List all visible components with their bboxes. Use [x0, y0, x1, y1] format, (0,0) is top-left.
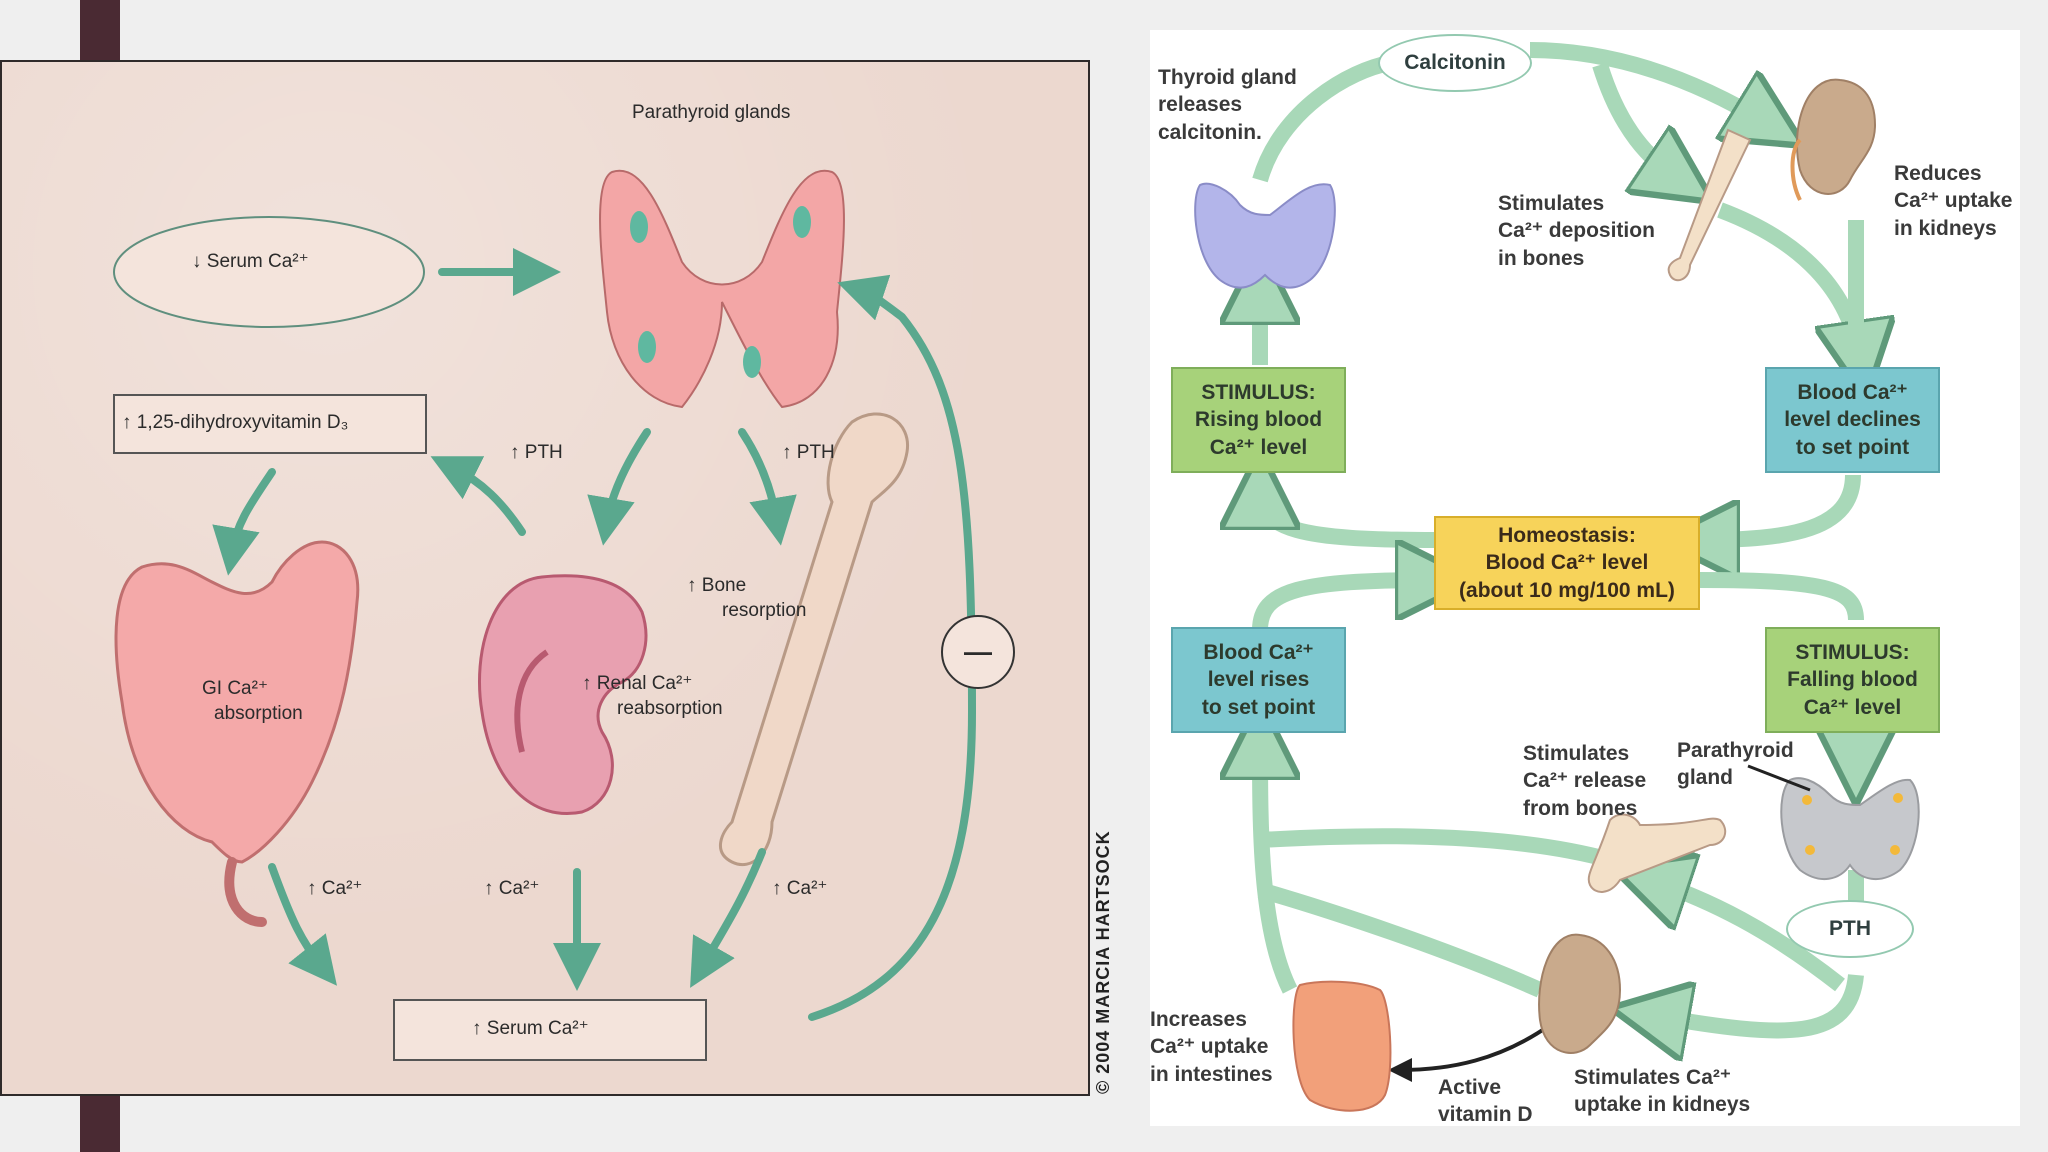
active-vitamin-d-label: Active vitamin D	[1438, 1076, 1533, 1126]
parathyroid-title: Parathyroid glands	[632, 102, 791, 123]
arrow-calcitonin-to-kidney	[1529, 42, 1770, 125]
pth-left-text: PTH	[524, 442, 563, 463]
arrow-declines-to-homeostasis	[1700, 474, 1861, 540]
left-diagram-graphics	[113, 169, 1015, 1061]
bone-illustration	[719, 412, 910, 866]
pth-oval: PTH	[1786, 900, 1914, 958]
bone-resorption-line2: resorption	[722, 599, 807, 621]
calcitonin-oval: Calcitonin	[1378, 34, 1532, 92]
intestine-illustration	[114, 540, 360, 927]
arrow-homeostasis-to-falling	[1699, 572, 1864, 621]
serum-high-box	[393, 999, 707, 1061]
renal-line2: reabsorption	[617, 697, 723, 719]
stimulates-release-label: Stimulates Ca²⁺ release from bones	[1523, 742, 1647, 820]
arrow-active-vitamin-d	[1388, 1023, 1552, 1082]
stimulates-uptake-kidneys-label: Stimulates Ca²⁺ uptake in kidneys	[1574, 1066, 1751, 1117]
gi-absorption-label: GI Ca²⁺ absorption	[202, 677, 303, 726]
vitd-box	[113, 394, 427, 454]
arrow-calcitonin-to-bone	[1592, 62, 1680, 180]
pth-right-text: PTH	[796, 442, 835, 463]
parathyroid-gray-illustration	[1780, 777, 1920, 880]
arrow-parathyroid-to-kidney	[587, 428, 651, 546]
kidney-bottom-illustration	[1538, 933, 1622, 1054]
arrow-pth-to-kidney-bone	[1650, 973, 1864, 1030]
arrow-rises-to-homeostasis	[1252, 580, 1435, 631]
parathyroid-gland-label: Parathyroid gland	[1677, 739, 1794, 790]
pth-right-label: ↑ PTH	[782, 442, 835, 463]
arrow-kidney-to-vitd	[430, 456, 526, 536]
stimulates-deposition-label: Stimulates Ca²⁺ deposition in bones	[1498, 192, 1655, 270]
pth-left-label: ↑ PTH	[510, 442, 563, 463]
kidney-illustration	[478, 574, 648, 815]
serum-high-label: ↑ Serum Ca²⁺	[472, 1018, 589, 1039]
ca-gi-text: Ca²⁺	[321, 878, 363, 899]
feedback-sign: —	[964, 636, 992, 667]
bone-resorption-line1: Bone	[701, 575, 747, 596]
parathyroid-glands-illustration	[599, 169, 845, 409]
serum-low-oval	[113, 216, 425, 328]
stimulus-rising-box: STIMULUS: Rising blood Ca²⁺ level	[1171, 367, 1346, 473]
arrow-intestine-to-rises	[1260, 740, 1290, 994]
right-diagram-panel: Calcitonin Thyroid gland releases calcit…	[1150, 30, 2020, 1126]
vitd-text: 1,25-dihydroxyvitamin D₃	[136, 412, 349, 433]
arrow-bone-to-serum	[690, 848, 766, 988]
ca-kidney-label: ↑ Ca²⁺	[484, 878, 540, 899]
serum-low-label: ↓ Serum Ca²⁺	[192, 251, 309, 272]
thyroid-label: Thyroid gland releases calcitonin.	[1158, 66, 1297, 144]
decor-bar-top	[80, 0, 120, 60]
stimulus-falling-box: STIMULUS: Falling blood Ca²⁺ level	[1765, 627, 1940, 733]
left-diagram-panel: Parathyroid glands ↓ Serum Ca²⁺ ↑ 1,25-d…	[0, 60, 1090, 1096]
thyroid-gland-illustration	[1194, 182, 1336, 289]
ca-bone-text: Ca²⁺	[786, 878, 828, 899]
ca-bone-label: ↑ Ca²⁺	[772, 878, 828, 899]
arrow-thyroid-to-calcitonin	[1252, 55, 1392, 183]
gi-line1: GI Ca²⁺	[202, 678, 268, 699]
ca-gi-label: ↑ Ca²⁺	[307, 878, 363, 899]
decor-bar-bottom	[80, 1096, 120, 1152]
arrow-feedback-loop	[808, 274, 977, 1021]
level-declines-box: Blood Ca²⁺ level declines to set point	[1765, 367, 1940, 473]
kidney-top-illustration	[1790, 78, 1877, 201]
arrow-bone-to-declines	[1717, 202, 1860, 360]
serum-high-text: Serum Ca²⁺	[486, 1018, 589, 1039]
copyright-text: © 2004 MARCIA HARTSOCK	[1093, 830, 1113, 1094]
increases-uptake-label: Increases Ca²⁺ uptake in intestines	[1150, 1008, 1273, 1086]
homeostasis-box: Homeostasis: Blood Ca²⁺ level (about 10 …	[1434, 516, 1700, 610]
level-rises-box: Blood Ca²⁺ level rises to set point	[1171, 627, 1346, 733]
arrow-intestine-to-serum	[268, 863, 337, 986]
right-diagram-graphics	[1194, 42, 1920, 1112]
vitd-label: ↑ 1,25-dihydroxyvitamin D₃	[122, 412, 349, 433]
gi-line2: absorption	[214, 702, 303, 724]
bone-bottom-illustration	[1587, 813, 1727, 893]
renal-line1: Renal Ca²⁺	[596, 673, 693, 694]
negative-feedback-circle	[941, 615, 1015, 689]
ca-kidney-text: Ca²⁺	[498, 878, 540, 899]
arrow-kidney-to-rises	[1257, 882, 1544, 998]
serum-low-text: Serum Ca²⁺	[206, 251, 309, 272]
intestine-bottom-illustration	[1292, 980, 1392, 1112]
arrow-vitd-to-intestine	[212, 468, 276, 576]
arrow-homeostasis-to-rising	[1260, 490, 1436, 548]
bone-top-illustration	[1667, 128, 1752, 282]
arrow-bone-to-rises	[1259, 828, 1613, 868]
renal-reabsorption-label: ↑ Renal Ca²⁺reabsorption	[582, 673, 723, 719]
parathyroid-pointer	[1747, 764, 1811, 792]
arrow-pth-to-bone	[1650, 880, 1845, 992]
reduces-uptake-label: Reduces Ca²⁺ uptake in kidneys	[1894, 162, 2013, 240]
arrow-parathyroid-to-bone	[738, 428, 797, 546]
